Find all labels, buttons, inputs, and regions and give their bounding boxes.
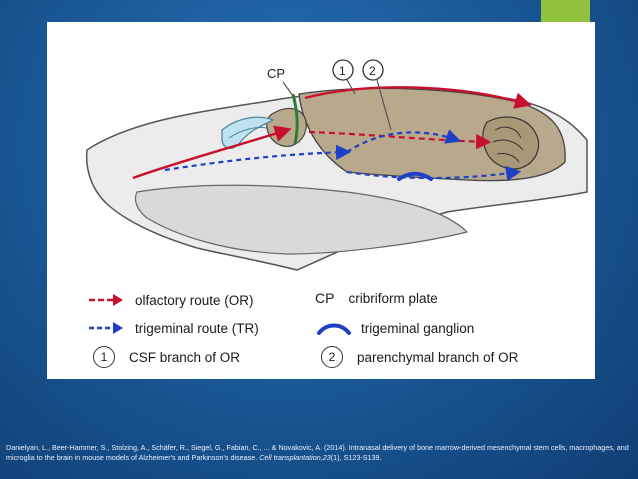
svg-text:1: 1 — [339, 64, 346, 78]
figure-panel: CP 1 2 olfactory route (OR) trigeminal r… — [47, 22, 595, 379]
legend-trigeminal-ganglion: trigeminal ganglion — [315, 318, 474, 338]
olfactory-bulb — [266, 107, 307, 147]
citation: Danielyan, L., Beer-Hammer, S., Stolzing… — [6, 443, 629, 462]
nasal-turbinates — [221, 116, 275, 149]
olfactory-route-csf — [304, 86, 532, 109]
legend-csf-branch: 1 CSF branch of OR — [87, 346, 240, 368]
legend-olfactory-route: olfactory route (OR) — [87, 290, 254, 310]
legend-parenchymal-branch: 2 parenchymal branch of OR — [315, 346, 518, 368]
circle-number-2: 2 — [321, 346, 343, 368]
legend: olfactory route (OR) trigeminal route (T… — [47, 284, 595, 379]
red-arrow-icon — [89, 294, 123, 306]
trigeminal-route-3 — [346, 165, 522, 182]
svg-text:2: 2 — [369, 64, 376, 78]
marker-2 — [362, 59, 384, 81]
trigeminal-route-2 — [346, 129, 462, 153]
olfactory-route-nasal — [132, 125, 292, 180]
blue-arrow-icon — [89, 322, 123, 334]
circle-number-1: 1 — [93, 346, 115, 368]
olfactory-route-parenchymal — [308, 130, 492, 150]
ganglion-icon — [317, 323, 351, 335]
marker-1 — [332, 59, 354, 81]
legend-cribriform-plate: CP cribriform plate — [315, 290, 438, 306]
trigeminal-route-1 — [164, 144, 352, 172]
mouse-head-diagram: CP 1 2 — [85, 59, 588, 271]
oral-cavity — [134, 184, 469, 255]
cribriform-plate — [291, 93, 299, 145]
legend-trigeminal-route: trigeminal route (TR) — [87, 318, 259, 338]
cp-label: CP — [267, 66, 285, 81]
